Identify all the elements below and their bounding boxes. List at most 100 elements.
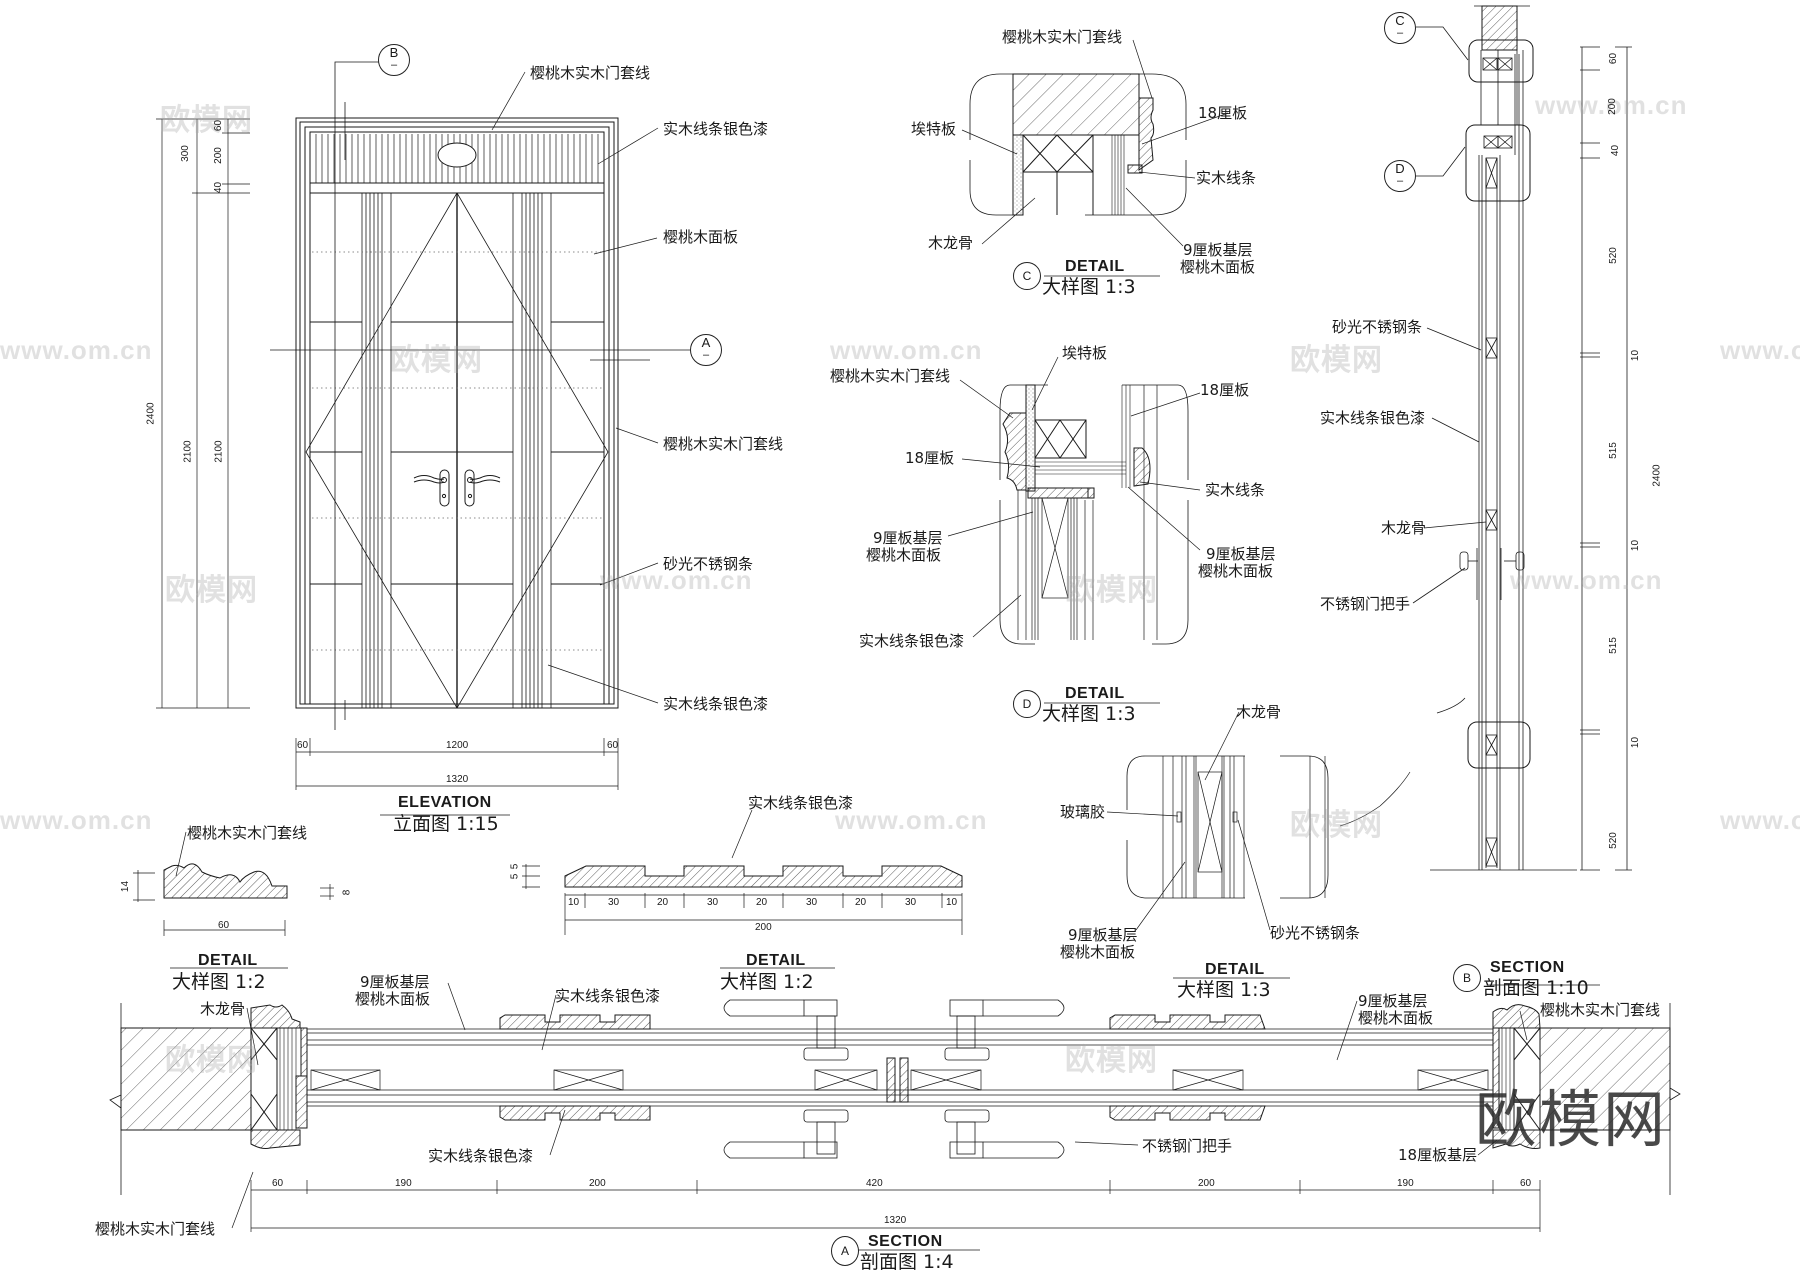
- label-silver-strip: 实木线条银色漆: [1320, 409, 1426, 427]
- elevation-title-cn: 立面图 1:15: [393, 813, 499, 835]
- detail-marker-c[interactable]: C: [1013, 262, 1041, 290]
- dim-5: 5: [509, 863, 521, 870]
- label-cherry-trim: 樱桃木实木门套线: [663, 435, 784, 453]
- dim-seg: 30: [707, 897, 719, 908]
- dim-520: 520: [1607, 247, 1619, 264]
- section-b-title-en: SECTION: [1490, 959, 1565, 976]
- dim-300: 300: [179, 145, 191, 162]
- dim-40: 40: [213, 181, 225, 194]
- section-a-title-cn: 剖面图 1:4: [860, 1251, 954, 1273]
- detail-marker-d[interactable]: D –: [1384, 160, 1416, 192]
- section-b-title-cn: 剖面图 1:10: [1483, 977, 1589, 999]
- label-silver-strip: 实木线条银色漆: [663, 695, 769, 713]
- dim-14: 14: [120, 880, 132, 893]
- dim-60: 60: [1608, 52, 1620, 65]
- detail-trim-title-en: DETAIL: [198, 952, 258, 969]
- dim-60: 60: [218, 920, 230, 931]
- dim-1200: 1200: [446, 740, 469, 751]
- label-silver-strip: 实木线条银色漆: [859, 632, 965, 650]
- dim-515: 515: [1607, 442, 1619, 459]
- label-18mm-board: 18厘板: [905, 449, 955, 467]
- dim-seg: 30: [905, 897, 917, 908]
- label-9mm-base: 9厘板基层: [1068, 926, 1138, 944]
- dim-total-height: 2400: [145, 402, 157, 425]
- section-marker-a[interactable]: A –: [690, 334, 722, 366]
- label-wood-keel: 木龙骨: [1236, 703, 1282, 721]
- dim-190: 190: [1397, 1178, 1414, 1189]
- dim-2100: 2100: [182, 440, 194, 463]
- dim-seg: 10: [946, 897, 958, 908]
- dim-60: 60: [1520, 1178, 1532, 1189]
- detail-c-title-cn: 大样图 1:3: [1042, 276, 1136, 298]
- label-18mm-board: 18厘板: [1198, 104, 1248, 122]
- label-eternit-board: 埃特板: [1062, 344, 1108, 362]
- dim-60: 60: [213, 119, 225, 132]
- dim-200: 200: [589, 1178, 606, 1189]
- brand-logo: 欧模网: [1475, 1083, 1668, 1156]
- label-wood-keel: 木龙骨: [1381, 519, 1427, 537]
- dim-200: 200: [1606, 98, 1618, 115]
- label-wood-strip: 实木线条: [1196, 169, 1257, 187]
- dim-seg: 10: [568, 897, 580, 908]
- dim-1320: 1320: [884, 1215, 907, 1226]
- label-cherry-panel: 樱桃木面板: [355, 990, 431, 1008]
- dim-left-60: 60: [297, 740, 309, 751]
- dim-1320: 1320: [446, 774, 469, 785]
- label-silver-strip: 实木线条银色漆: [748, 794, 854, 812]
- dim-420: 420: [866, 1178, 883, 1189]
- label-cherry-panel: 樱桃木面板: [663, 228, 739, 246]
- dim-10: 10: [1630, 736, 1642, 749]
- label-cherry-trim: 樱桃木实木门套线: [530, 64, 651, 82]
- dim-10: 10: [1630, 349, 1642, 362]
- section-marker-b[interactable]: B: [1453, 964, 1481, 992]
- dim-40: 40: [1610, 144, 1622, 157]
- label-9mm-base: 9厘板基层: [1183, 241, 1253, 259]
- dim-515: 515: [1607, 637, 1619, 654]
- label-9mm-base: 9厘板基层: [1358, 992, 1428, 1010]
- dim-right-60: 60: [607, 740, 619, 751]
- label-steel-strip: 砂光不锈钢条: [663, 555, 754, 573]
- dim-10: 10: [1630, 539, 1642, 552]
- section-marker-a[interactable]: A: [831, 1236, 859, 1266]
- label-wood-keel: 木龙骨: [200, 1000, 246, 1018]
- label-9mm-base: 9厘板基层: [1206, 545, 1276, 563]
- dim-200: 200: [212, 147, 224, 164]
- label-9mm-base: 9厘板基层: [360, 973, 430, 991]
- label-steel-handle: 不锈钢门把手: [1142, 1137, 1233, 1155]
- dim-190: 190: [395, 1178, 412, 1189]
- detail-marker-d[interactable]: D: [1013, 690, 1041, 718]
- label-cherry-trim: 樱桃木实木门套线: [830, 367, 951, 385]
- dim-8: 8: [341, 889, 353, 896]
- label-steel-strip: 砂光不锈钢条: [1332, 318, 1423, 336]
- label-cherry-trim: 樱桃木实木门套线: [95, 1220, 216, 1238]
- detail-strip-title-cn: 大样图 1:2: [720, 971, 814, 993]
- dim-520: 520: [1607, 832, 1619, 849]
- label-steel-handle: 不锈钢门把手: [1320, 595, 1411, 613]
- detail-marker-c[interactable]: C –: [1384, 12, 1416, 44]
- label-cherry-panel: 樱桃木面板: [1358, 1009, 1434, 1027]
- label-18mm-board: 18厘板: [1200, 381, 1250, 399]
- label-wood-keel: 木龙骨: [928, 234, 974, 252]
- dim-5: 5: [509, 873, 521, 880]
- dim-60: 60: [272, 1178, 284, 1189]
- detail-e-title-en: DETAIL: [1205, 961, 1265, 978]
- dim-seg: 30: [806, 897, 818, 908]
- dim-seg: 20: [657, 897, 669, 908]
- detail-trim-title-cn: 大样图 1:2: [172, 971, 266, 993]
- label-silver-strip: 实木线条银色漆: [663, 120, 769, 138]
- detail-c-title-en: DETAIL: [1065, 258, 1125, 275]
- label-steel-strip: 砂光不锈钢条: [1270, 924, 1361, 942]
- detail-d-title-cn: 大样图 1:3: [1042, 703, 1136, 725]
- label-cherry-trim: 樱桃木实木门套线: [1002, 28, 1123, 46]
- dim-seg: 30: [608, 897, 620, 908]
- dim-seg: 20: [756, 897, 768, 908]
- label-18mm-base: 18厘板基层: [1398, 1146, 1478, 1164]
- section-marker-b[interactable]: B –: [378, 44, 410, 76]
- detail-strip-title-en: DETAIL: [746, 952, 806, 969]
- label-cherry-panel: 樱桃木面板: [1198, 562, 1274, 580]
- label-silver-strip: 实木线条银色漆: [428, 1147, 534, 1165]
- label-9mm-base: 9厘板基层: [873, 529, 943, 547]
- dim-200: 200: [1198, 1178, 1215, 1189]
